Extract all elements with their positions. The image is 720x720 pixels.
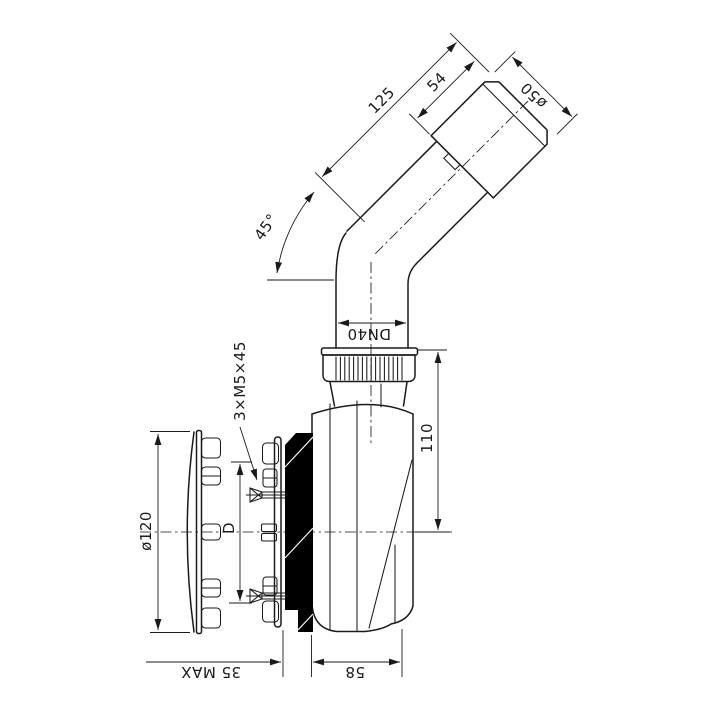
angle-45-annotation: 45°	[251, 191, 334, 281]
screw-callout: 3×M5×45	[231, 341, 258, 481]
dimension-54: 54	[408, 61, 475, 135]
dimension-35max: 35 MAX	[146, 630, 284, 681]
angle-45-label: 45°	[251, 210, 282, 243]
pipe-bend	[335, 232, 418, 349]
screw-bottom	[246, 588, 288, 604]
dimension-dn40: DN40	[338, 319, 406, 343]
screws-label: 3×M5×45	[231, 341, 249, 421]
dimension-bolt-circle: D	[220, 461, 252, 604]
dimension-125: 125	[314, 32, 490, 223]
flange-plate	[260, 436, 282, 628]
union-nut	[320, 347, 419, 383]
dim-54-label: 54	[423, 68, 450, 95]
dim-110-label: 110	[418, 423, 436, 453]
dim-125-label: 125	[365, 83, 399, 117]
dimension-110: 110	[415, 349, 450, 533]
dim-58-label: 58	[345, 663, 365, 681]
trap-body	[311, 381, 414, 633]
dn40-label: DN40	[347, 325, 391, 343]
deck-35max-label: 35 MAX	[181, 663, 241, 681]
dimension-dia120: ø120	[137, 431, 190, 633]
strainer-cap	[186, 429, 222, 635]
gasket-seal	[284, 433, 314, 632]
bolt-circle-d-label: D	[220, 522, 238, 534]
screw-top	[246, 487, 288, 503]
dimension-58: 58	[311, 629, 403, 681]
dia120-label: ø120	[137, 511, 155, 551]
centerlines	[140, 262, 452, 533]
